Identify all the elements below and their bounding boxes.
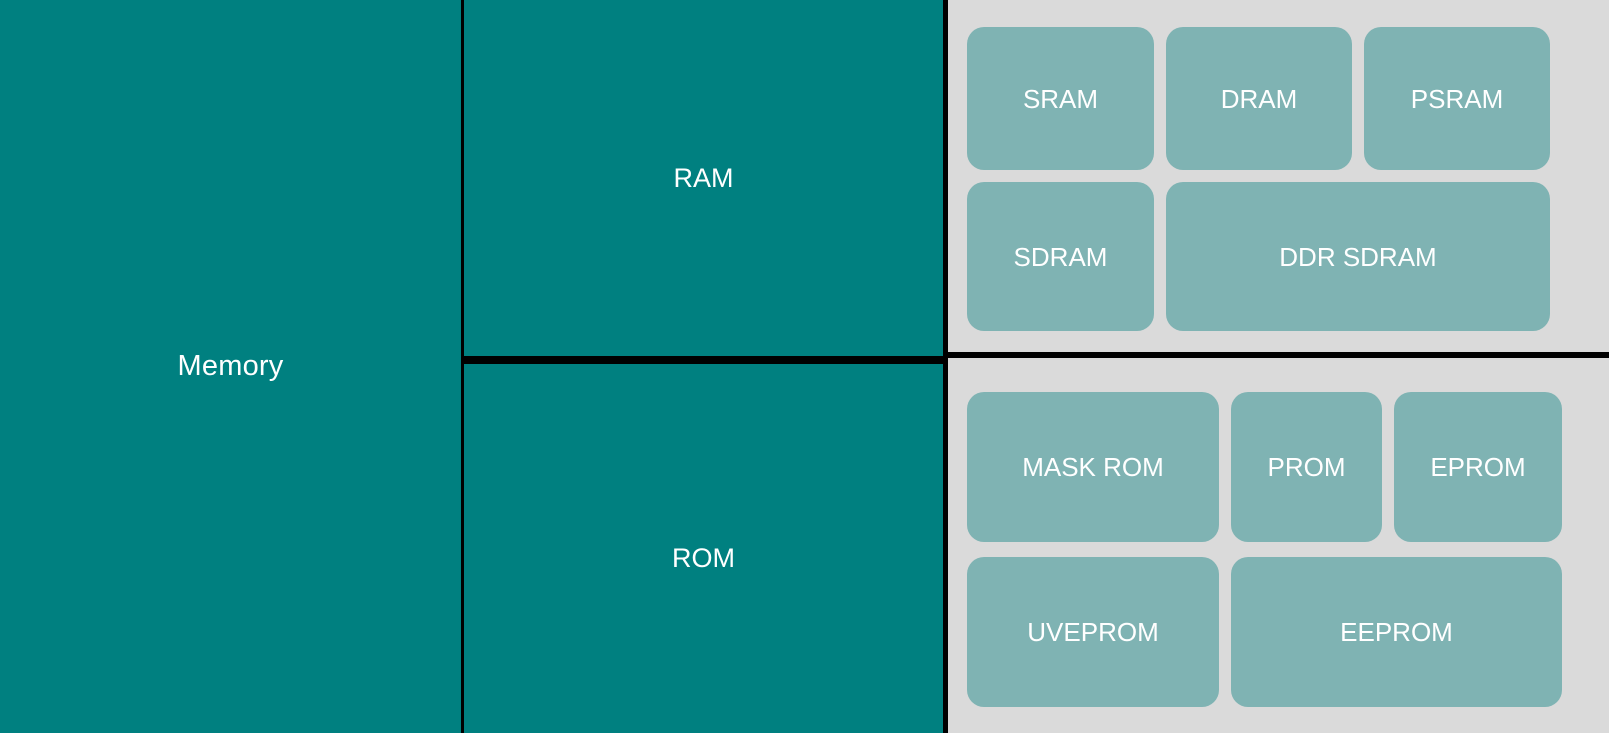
chip-dram[interactable]: DRAM [1166,27,1352,170]
category-ram[interactable]: RAM [464,0,943,356]
divider-horizontal-panels [948,352,1609,358]
ram-types-row-2: SDRAM DDR SDRAM [967,182,1550,331]
chip-uveprom[interactable]: UVEPROM [967,557,1219,707]
chip-psram-label: PSRAM [1410,83,1504,114]
chip-eprom-label: EPROM [1430,452,1526,482]
chip-eeprom-label: EEPROM [1340,617,1453,647]
chip-mask-rom-label: MASK ROM [1022,452,1164,482]
chip-uveprom-label: UVEPROM [1027,617,1159,647]
chip-ddr-sdram-label: DDR SDRAM [1279,241,1437,272]
chip-sram-label: SRAM [1022,83,1099,114]
category-ram-label: RAM [673,162,734,193]
chip-dram-label: DRAM [1220,83,1298,114]
chip-eeprom[interactable]: EEPROM [1231,557,1562,707]
rom-types-row-2: UVEPROM EEPROM [967,557,1562,707]
chip-ddr-sdram[interactable]: DDR SDRAM [1166,182,1550,331]
root-category-memory[interactable]: Memory [0,0,461,733]
divider-vertical-level1 [461,0,464,733]
chip-sdram[interactable]: SDRAM [967,182,1154,331]
category-column: RAM ROM [464,0,943,733]
divider-horizontal-category [464,356,943,364]
root-category-label: Memory [177,350,284,382]
chip-sram[interactable]: SRAM [967,27,1154,170]
chip-sdram-label: SDRAM [1013,241,1108,272]
chip-prom-label: PROM [1267,452,1346,482]
rom-types-row-1: MASK ROM PROM EPROM [967,392,1562,542]
category-rom-label: ROM [672,543,735,573]
divider-vertical-level2 [943,0,948,733]
chip-mask-rom[interactable]: MASK ROM [967,392,1219,542]
ram-types-panel: SRAM DRAM PSRAM SDRAM DDR SDRAM [948,0,1609,352]
chip-eprom[interactable]: EPROM [1394,392,1562,542]
rom-types-panel: MASK ROM PROM EPROM UVEPROM EEPROM [948,358,1609,733]
chip-psram[interactable]: PSRAM [1364,27,1550,170]
category-rom[interactable]: ROM [464,364,943,733]
chip-prom[interactable]: PROM [1231,392,1382,542]
ram-types-row-1: SRAM DRAM PSRAM [967,27,1550,170]
